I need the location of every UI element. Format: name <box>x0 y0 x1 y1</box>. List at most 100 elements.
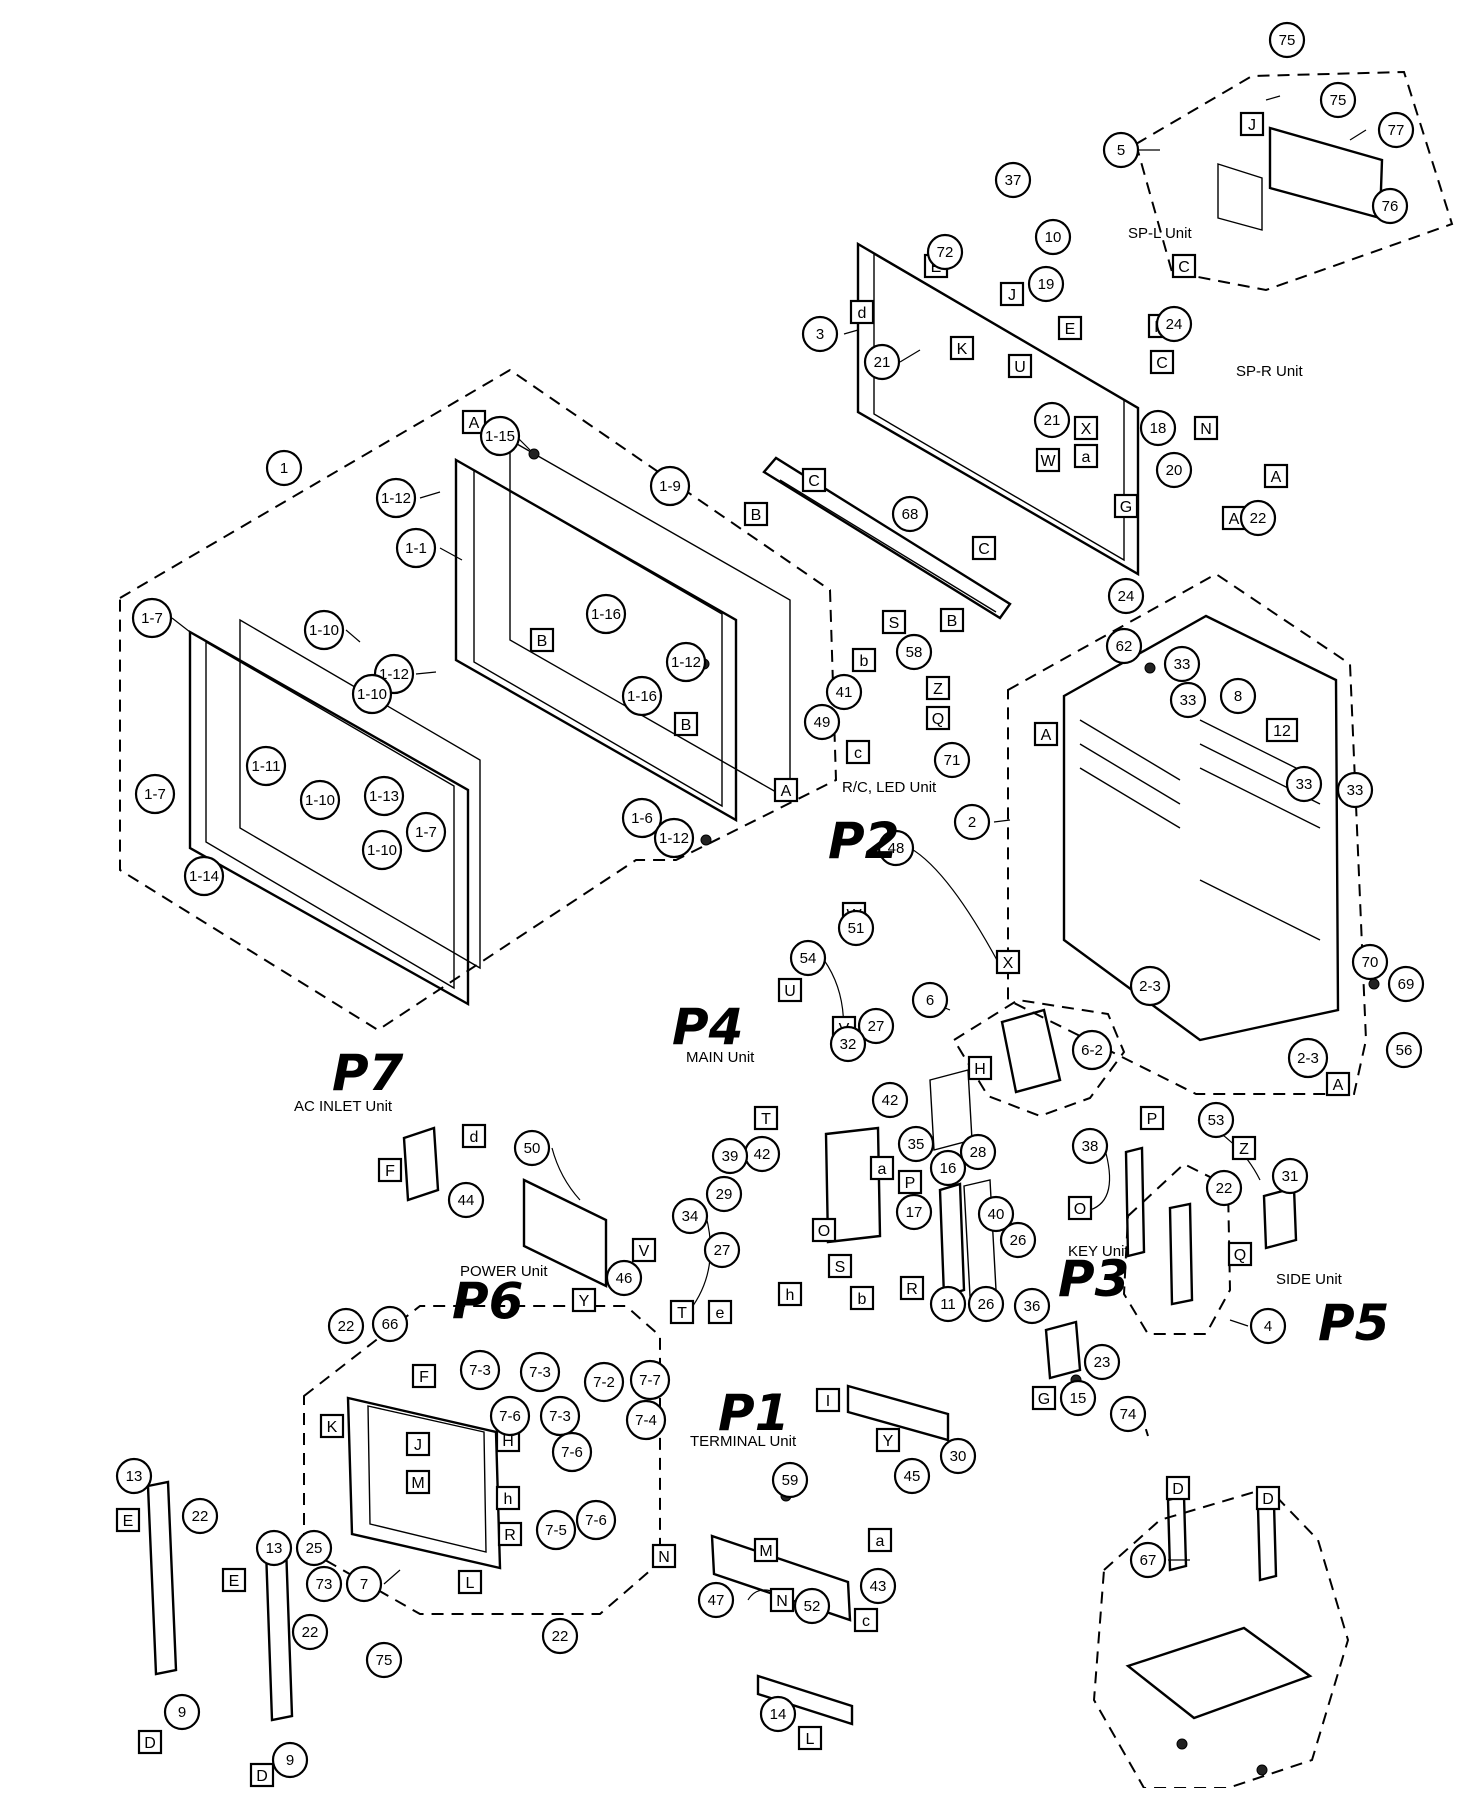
connector-letter: J <box>1248 117 1256 134</box>
part-number: 1-7 <box>415 824 437 841</box>
connector-ref-box: e <box>707 1299 733 1325</box>
part-callout: 11 <box>929 1285 967 1323</box>
part-callout: 1-6 <box>621 797 663 839</box>
part-callout: 9 <box>271 1741 309 1779</box>
connector-ref-box: C <box>1171 253 1197 279</box>
connector-ref-box: U <box>777 977 803 1003</box>
part-callout: 23 <box>1083 1343 1121 1381</box>
connector-letter: T <box>761 1111 771 1128</box>
unit-label: AC INLET Unit <box>294 1098 393 1115</box>
part-callout: 1 <box>265 449 303 487</box>
part-number: 7 <box>360 1576 368 1593</box>
connector-letter: h <box>786 1287 795 1304</box>
connector-ref-box: A <box>1033 721 1059 747</box>
screw-icon <box>1176 1738 1188 1750</box>
part-callout: 16 <box>929 1149 967 1187</box>
part-callout: 22 <box>291 1613 329 1651</box>
part-callout: 67 <box>1129 1541 1167 1579</box>
part-number: 5 <box>1117 142 1125 159</box>
bracket-30 <box>846 1384 950 1442</box>
part-number: 2 <box>968 814 976 831</box>
part-number: 49 <box>814 714 831 731</box>
connector-letter: A <box>1229 511 1240 528</box>
part-number: 42 <box>882 1092 899 1109</box>
connector-letter: B <box>751 507 762 524</box>
part-number: 7-3 <box>529 1364 551 1381</box>
part-callout: 24 <box>1107 577 1145 615</box>
part-callout: 2 <box>953 803 991 841</box>
part-number: 62 <box>1116 638 1133 655</box>
front-glass <box>239 618 481 970</box>
connector-ref-box: F <box>411 1363 437 1389</box>
part-number: 50 <box>524 1140 541 1157</box>
connector-ref-box: E <box>1057 315 1083 341</box>
part-number: 1-6 <box>631 810 653 827</box>
rear-cover-vents <box>1079 719 1321 941</box>
connector-ref-box: b <box>849 1285 875 1311</box>
connector-ref-box: J <box>1239 111 1265 137</box>
connector-letter: A <box>1271 469 1282 486</box>
part-number: 70 <box>1362 954 1379 971</box>
connector-ref-box: M <box>405 1469 431 1495</box>
connector-letter: a <box>1082 449 1091 466</box>
part-number: 1-12 <box>671 654 701 671</box>
part-callout: 75 <box>365 1641 403 1679</box>
part-number: 58 <box>906 644 923 661</box>
part-number: 24 <box>1166 316 1183 333</box>
connector-letter: C <box>1156 355 1168 372</box>
connector-letter: Y <box>579 1293 590 1310</box>
connector-letter: T <box>677 1305 687 1322</box>
connector-ref-box: b <box>851 647 877 673</box>
part-callout: 42 <box>871 1081 909 1119</box>
part-callout: 26 <box>967 1285 1005 1323</box>
part-number: 21 <box>874 354 891 371</box>
connector-letter: K <box>327 1419 338 1436</box>
part-number: 8 <box>1234 688 1242 705</box>
part-callout: 3 <box>801 315 839 353</box>
part-callout: 58 <box>895 633 933 671</box>
part-number: 16 <box>940 1160 957 1177</box>
connector-letter: Z <box>933 681 943 698</box>
part-callout: 26 <box>999 1221 1037 1259</box>
part-callout: 14 <box>759 1695 797 1733</box>
connector-letter: H <box>974 1061 986 1078</box>
connector-letter: Y <box>883 1433 894 1450</box>
connector-ref-box: X <box>1073 415 1099 441</box>
screw-icon <box>1368 978 1380 990</box>
part-callout: 7-3 <box>519 1351 561 1393</box>
part-number: 1-7 <box>144 786 166 803</box>
part-number: 17 <box>906 1204 923 1221</box>
handwritten-page-marker: P2 <box>828 812 899 870</box>
part-callout: 7-6 <box>575 1499 617 1541</box>
part-callout: 49 <box>803 703 841 741</box>
connector-letter: S <box>835 1259 846 1276</box>
part-number: 9 <box>286 1752 294 1769</box>
part-callout: 73 <box>305 1565 343 1603</box>
part-number: 39 <box>722 1148 739 1165</box>
screw-icon <box>1144 662 1156 674</box>
part-callout: 77 <box>1377 111 1415 149</box>
part-callout: 47 <box>697 1581 735 1619</box>
connector-ref-box: E <box>115 1507 141 1533</box>
part-number: 38 <box>1082 1138 1099 1155</box>
connector-ref-box: D <box>249 1762 275 1788</box>
part-callout: 2-3 <box>1287 1037 1329 1079</box>
part-number: 1 <box>280 460 288 477</box>
connector-letter: c <box>854 745 862 762</box>
part-callout: 45 <box>893 1457 931 1495</box>
part-number: 11 <box>940 1296 956 1313</box>
connector-ref-box: D <box>1165 1475 1191 1501</box>
connector-ref-box: G <box>1031 1385 1057 1411</box>
part-number: 27 <box>868 1018 885 1035</box>
part-number: 25 <box>306 1540 323 1557</box>
part-callout: 42 <box>743 1135 781 1173</box>
part-number: 28 <box>970 1144 987 1161</box>
connector-ref-box: P <box>1139 1105 1165 1131</box>
part-number: 75 <box>1279 32 1296 49</box>
connector-ref-box: O <box>1067 1195 1093 1221</box>
part-number: 75 <box>376 1652 393 1669</box>
handwritten-page-marker: P7 <box>332 1044 404 1102</box>
part-36 <box>1044 1320 1082 1380</box>
connector-letter: H <box>502 1433 514 1450</box>
